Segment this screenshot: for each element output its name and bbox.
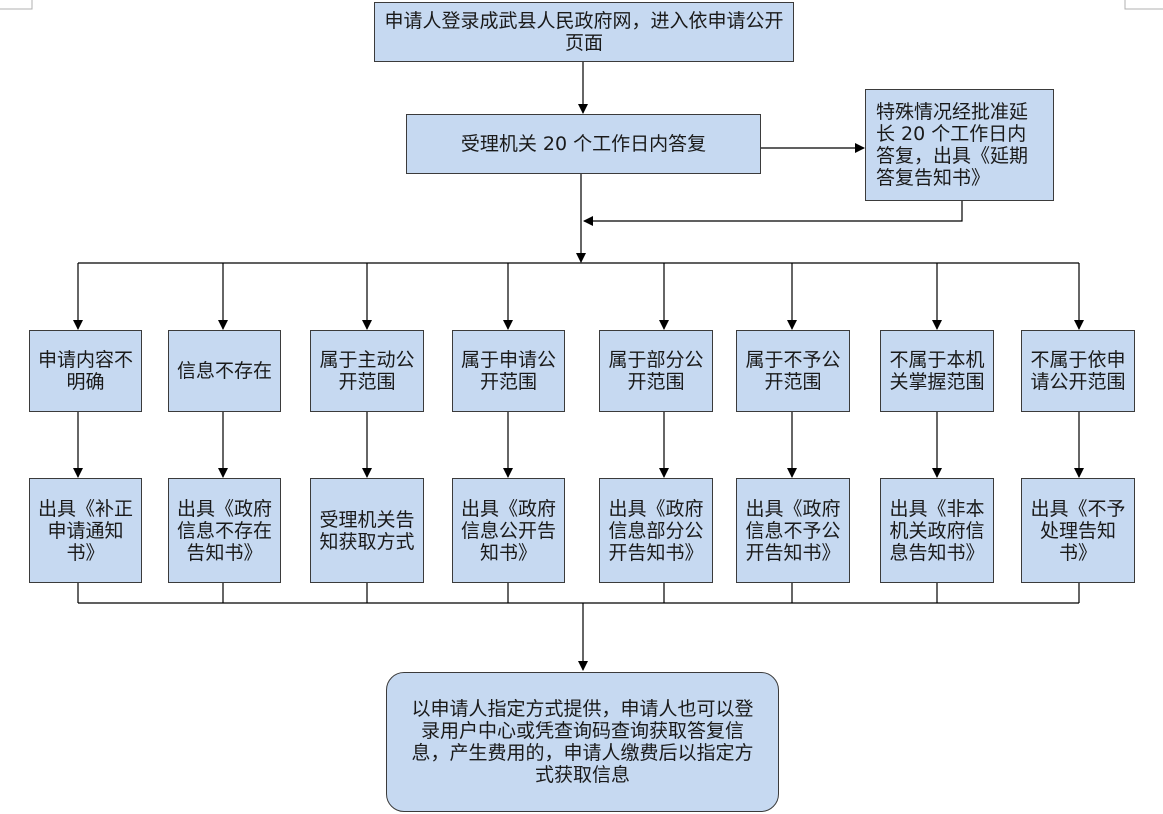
accept-box: 受理机关 20 个工作日内答复 bbox=[406, 114, 761, 174]
result-box: 出具《政府信息部分公开告知书》 bbox=[599, 478, 713, 583]
start-box: 申请人登录成武县人民政府网，进入依申请公开页面 bbox=[374, 2, 794, 62]
result-box: 出具《政府信息不予公开告知书》 bbox=[736, 478, 850, 583]
result-box: 出具《补正申请通知书》 bbox=[29, 478, 142, 583]
extension-box: 特殊情况经批准延长 20 个工作日内答复，出具《延期答复告知书》 bbox=[865, 89, 1054, 201]
category-text: 信息不存在 bbox=[177, 360, 273, 382]
start-text: 申请人登录成武县人民政府网，进入依申请公开页面 bbox=[384, 10, 784, 54]
result-text: 出具《政府信息部分公开告知书》 bbox=[608, 497, 704, 564]
category-text: 不属于依申请公开范围 bbox=[1030, 349, 1126, 393]
result-text: 出具《政府信息公开告知书》 bbox=[461, 497, 557, 564]
result-box: 出具《不予处理告知书》 bbox=[1021, 478, 1135, 583]
result-text: 出具《非本机关政府信息告知书》 bbox=[889, 497, 985, 564]
result-box: 出具《政府信息公开告知书》 bbox=[452, 478, 565, 583]
result-box: 出具《非本机关政府信息告知书》 bbox=[880, 478, 994, 583]
arrow-extension-return bbox=[583, 201, 963, 226]
result-text: 受理机关告知获取方式 bbox=[319, 508, 415, 553]
category-text: 申请内容不明确 bbox=[38, 349, 134, 393]
result-text: 出具《补正申请通知书》 bbox=[38, 497, 134, 564]
final-box: 以申请人指定方式提供，申请人也可以登录用户中心或凭查询码查询获取答复信息，产生费… bbox=[386, 672, 779, 812]
category-text: 不属于本机关掌握范围 bbox=[889, 349, 985, 393]
category-box: 不属于本机关掌握范围 bbox=[880, 330, 994, 412]
category-box: 属于申请公开范围 bbox=[452, 330, 565, 412]
result-box: 受理机关告知获取方式 bbox=[310, 478, 424, 583]
result-box: 出具《政府信息不存在告知书》 bbox=[168, 478, 281, 583]
category-box: 属于不予公开范围 bbox=[736, 330, 850, 412]
category-text: 属于主动公开范围 bbox=[319, 349, 415, 393]
result-text: 出具《政府信息不予公开告知书》 bbox=[745, 497, 841, 564]
category-box: 不属于依申请公开范围 bbox=[1021, 330, 1135, 412]
category-text: 属于不予公开范围 bbox=[745, 349, 841, 393]
category-text: 属于部分公开范围 bbox=[608, 349, 704, 393]
category-box: 信息不存在 bbox=[168, 330, 281, 412]
final-text: 以申请人指定方式提供，申请人也可以登录用户中心或凭查询码查询获取答复信息，产生费… bbox=[411, 698, 754, 786]
result-text: 出具《政府信息不存在告知书》 bbox=[177, 497, 273, 564]
result-text: 出具《不予处理告知书》 bbox=[1030, 497, 1126, 564]
category-text: 属于申请公开范围 bbox=[461, 349, 557, 393]
category-box: 属于部分公开范围 bbox=[599, 330, 713, 412]
extension-text: 特殊情况经批准延长 20 个工作日内答复，出具《延期答复告知书》 bbox=[876, 101, 1029, 189]
accept-text: 受理机关 20 个工作日内答复 bbox=[460, 133, 707, 155]
category-box: 属于主动公开范围 bbox=[310, 330, 424, 412]
category-box: 申请内容不明确 bbox=[29, 330, 142, 412]
